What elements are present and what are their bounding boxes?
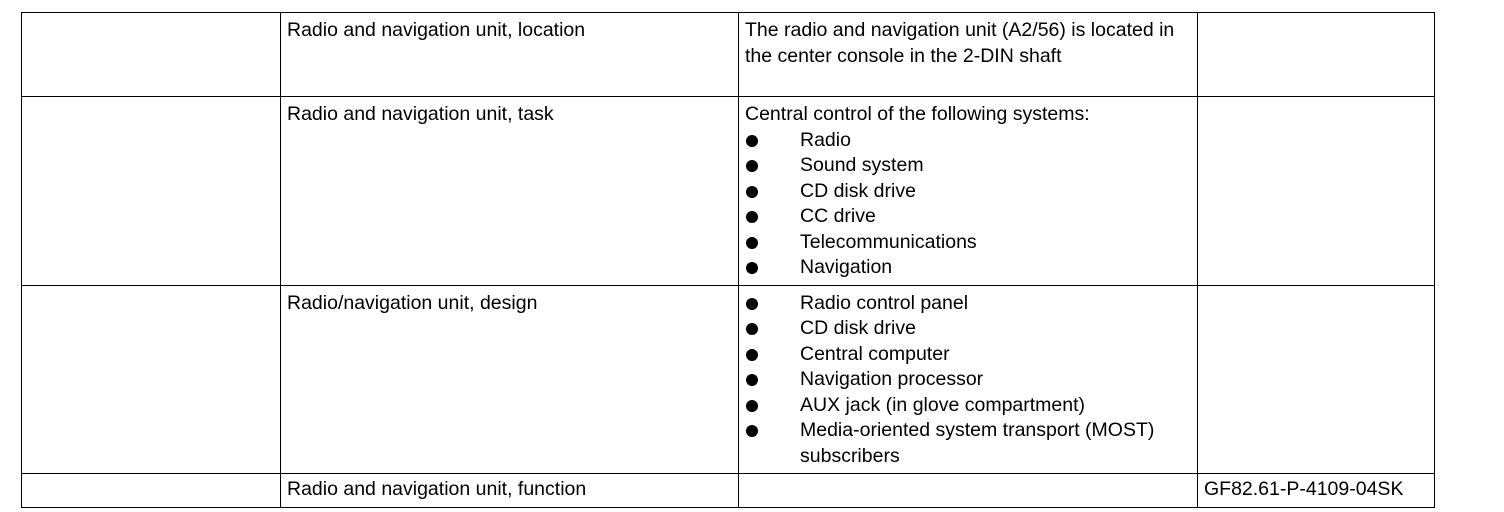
- list-item: Navigation: [745, 255, 1191, 281]
- description-cell: Central control of the following systems…: [738, 96, 1198, 286]
- bullet-icon: [746, 348, 758, 361]
- topic-cell: Radio and navigation unit, task: [280, 96, 739, 286]
- blank-cell: [21, 473, 281, 508]
- description-text: Central control of the following systems…: [745, 103, 1090, 125]
- list-item: CD disk drive: [745, 316, 1191, 342]
- bullet-icon: [746, 211, 758, 223]
- blank-cell: [21, 284, 281, 474]
- description-cell: The radio and navigation unit (A2/56) is…: [738, 12, 1198, 97]
- list-item-text: Media-oriented system transport (MOST) s…: [800, 419, 1155, 467]
- list-item-text: Navigation: [800, 256, 893, 278]
- bullet-icon: [746, 297, 758, 310]
- list-item-text: CD disk drive: [800, 179, 916, 202]
- table-row: Radio and navigation unit, function GF82.…: [21, 473, 1435, 508]
- blank-cell: [21, 12, 281, 97]
- topic-cell: Radio and navigation unit, location: [280, 12, 739, 97]
- bullet-icon: [746, 323, 758, 335]
- bullet-icon: [746, 399, 758, 412]
- reference-cell: GF82.61-P-4109-04SK: [1197, 473, 1435, 508]
- list-item: CC drive: [745, 204, 1191, 230]
- list-item: Sound system: [745, 153, 1191, 179]
- description-text: The radio and navigation unit (A2/56) is…: [745, 19, 1175, 67]
- list-item-text: Telecommunications: [800, 230, 977, 253]
- list-item-text: Navigation processor: [800, 368, 984, 390]
- bullet-icon: [746, 185, 758, 198]
- list-item-text: Radio: [800, 128, 851, 151]
- bullet-icon: [746, 374, 758, 386]
- bullet-icon: [746, 425, 758, 437]
- list-item: Navigation processor: [745, 367, 1191, 393]
- list-item: AUX jack (in glove compartment): [745, 393, 1191, 419]
- list-item-text: CC drive: [800, 205, 876, 227]
- list-item-text: Radio control panel: [800, 291, 969, 314]
- list-item-text: Central computer: [800, 342, 950, 365]
- bullet-icon: [746, 134, 758, 147]
- reference-cell: [1197, 284, 1435, 474]
- list-item-text: Sound system: [800, 154, 924, 176]
- list-item-text: CD disk drive: [800, 317, 916, 339]
- list-item: Radio control panel: [745, 291, 1191, 317]
- bullet-icon: [746, 262, 758, 274]
- topic-cell: Radio/navigation unit, design: [280, 284, 739, 474]
- list-item-text: AUX jack (in glove compartment): [800, 393, 1086, 416]
- bullet-icon: [746, 236, 758, 249]
- bullet-icon: [746, 160, 758, 172]
- list-item: CD disk drive: [745, 179, 1191, 205]
- reference-cell: [1197, 12, 1435, 97]
- description-cell: [738, 473, 1198, 508]
- topic-cell: Radio and navigation unit, function: [280, 473, 739, 508]
- reference-cell: [1197, 96, 1435, 286]
- list-item: Central computer: [745, 342, 1191, 368]
- list-item: Media-oriented system transport (MOST) s…: [745, 418, 1191, 469]
- table-row: Radio and navigation unit, task Central c…: [21, 96, 1435, 286]
- blank-cell: [21, 96, 281, 286]
- list-item: Telecommunications: [745, 230, 1191, 256]
- list-item: Radio: [745, 128, 1191, 154]
